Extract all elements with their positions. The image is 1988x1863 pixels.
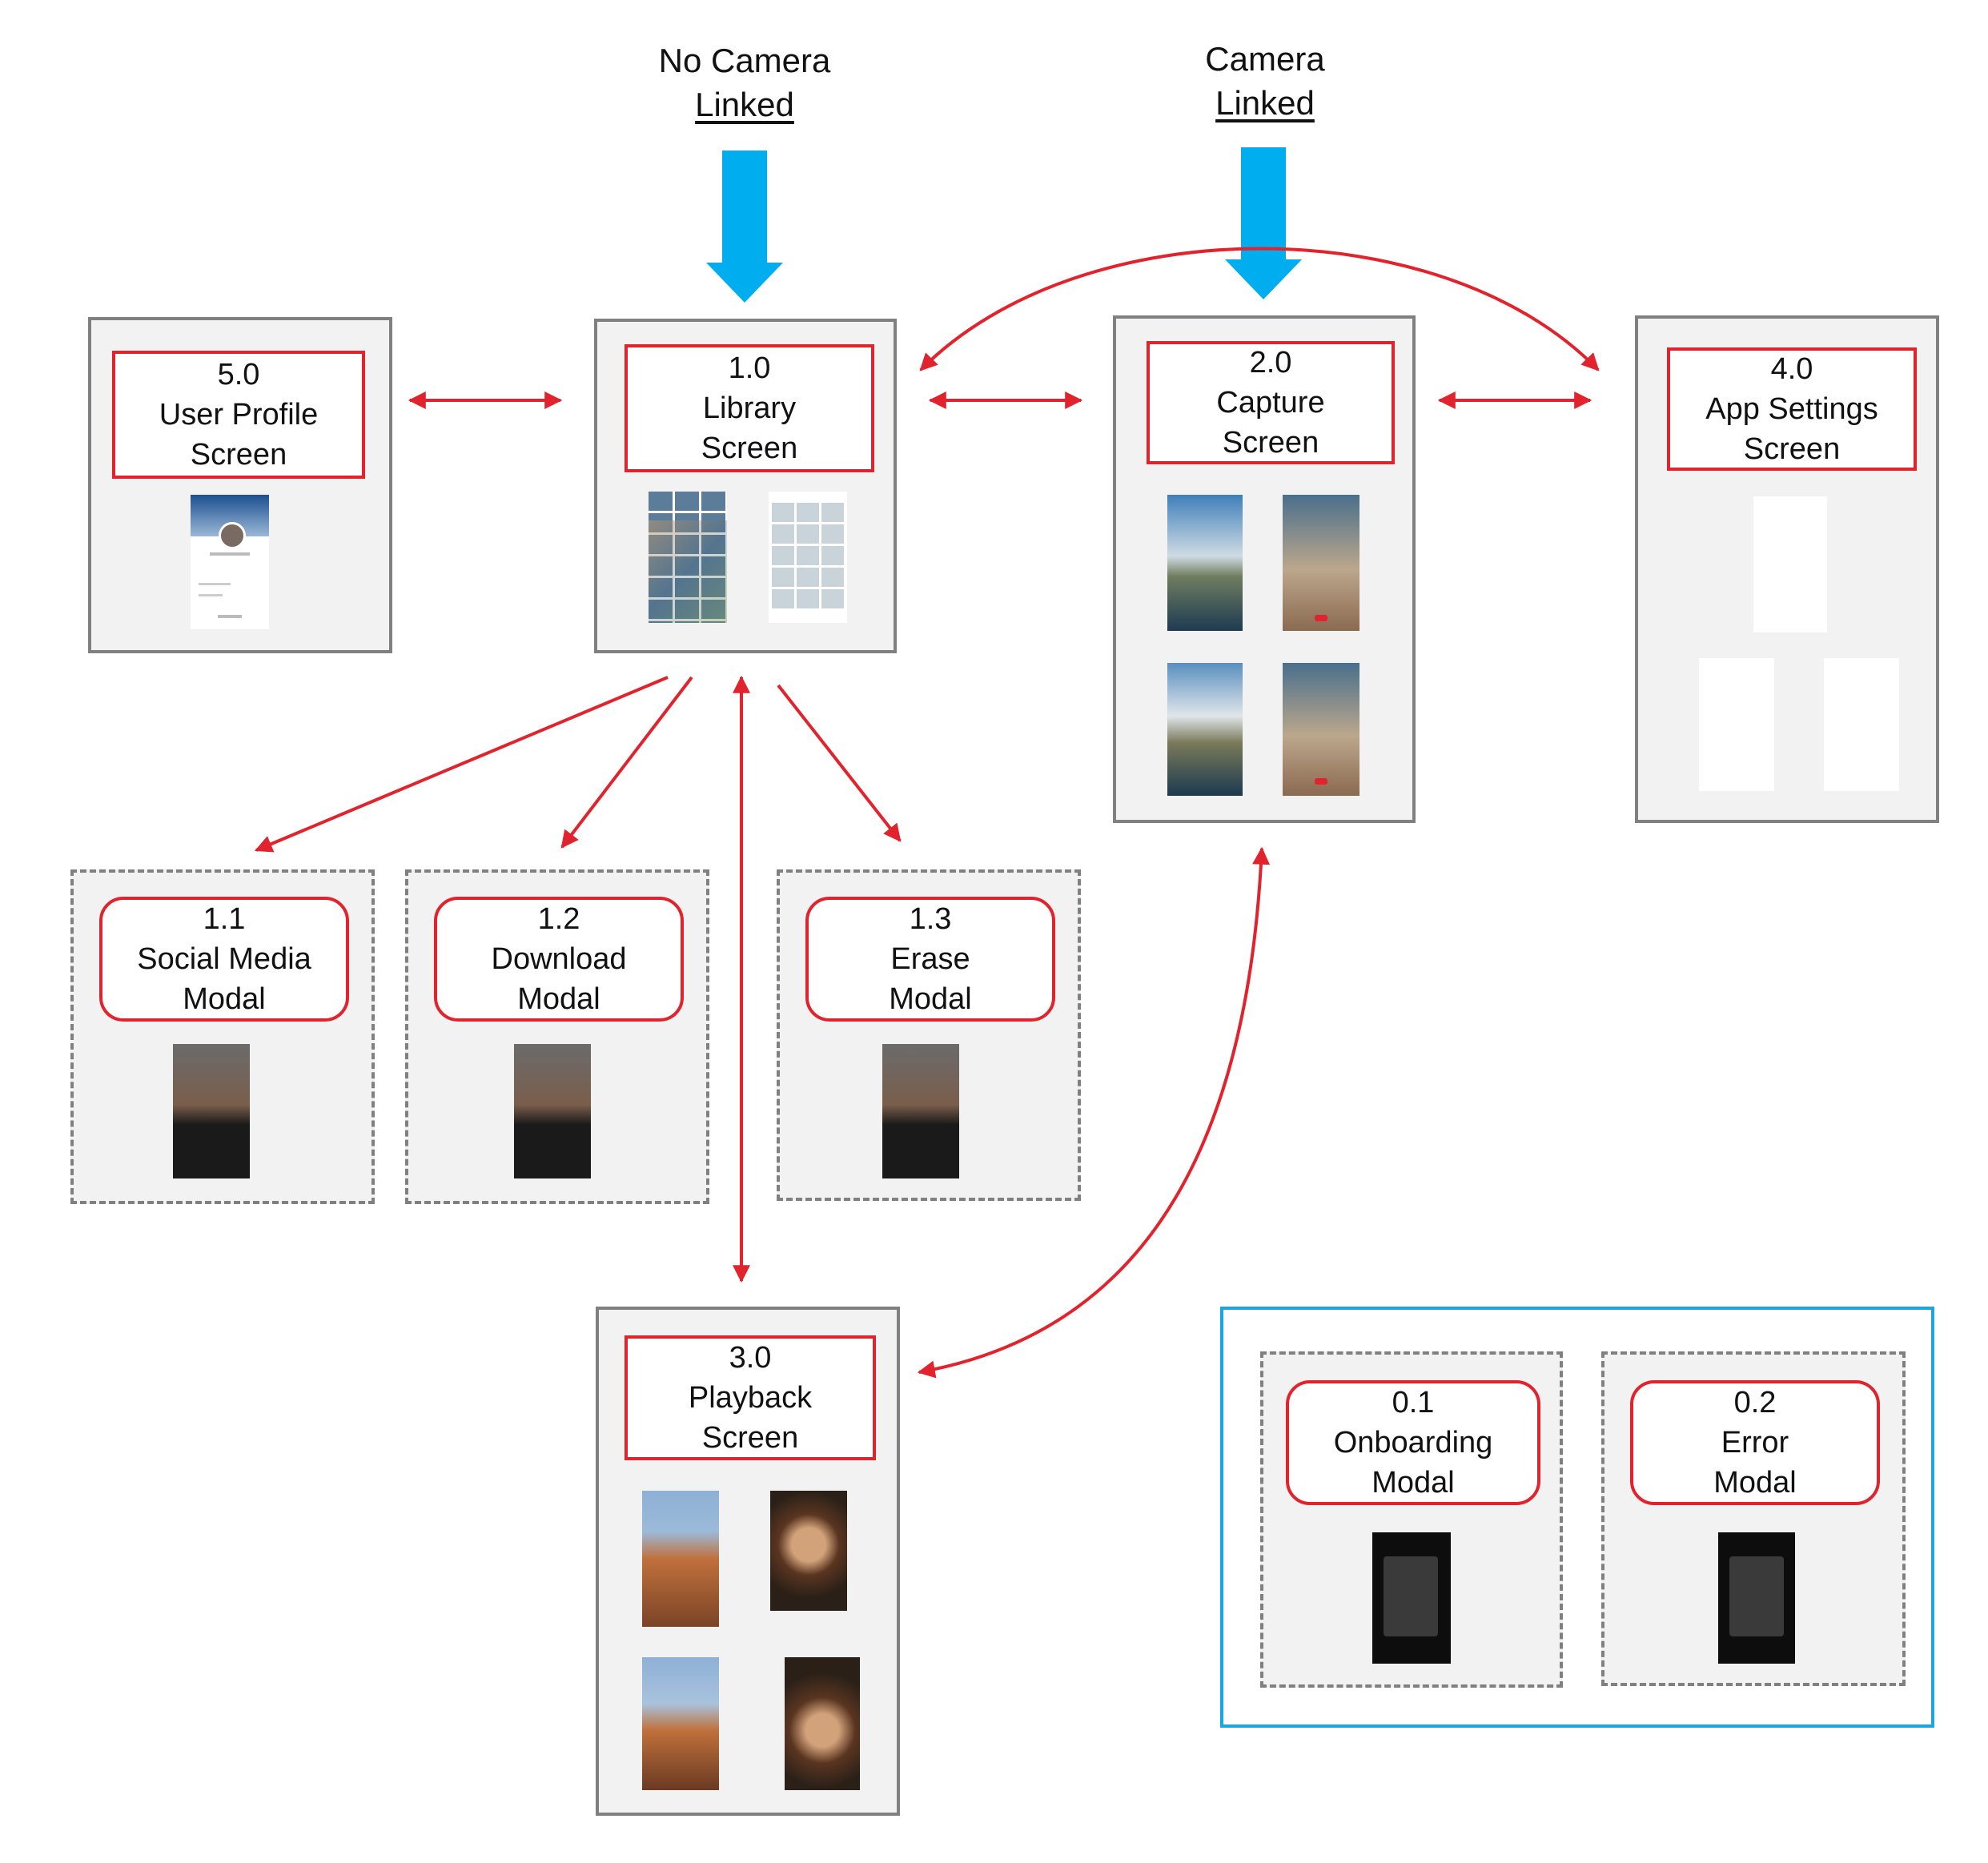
settings-thumbnail-2: [1699, 658, 1774, 791]
node-user-profile[interactable]: 5.0 User Profile Screen: [88, 317, 392, 653]
entry-arrow-no-camera: [706, 151, 783, 303]
entry-label-line2: Linked: [1215, 84, 1315, 122]
node-name: Erase: [890, 942, 970, 976]
library-thumbnail-list: [769, 492, 847, 623]
entry-label-camera: Camera Linked: [1161, 37, 1369, 126]
node-name: App Settings: [1705, 391, 1878, 426]
node-id: 1.0: [728, 351, 771, 385]
node-id: 4.0: [1770, 351, 1813, 386]
node-kind: Screen: [1222, 426, 1319, 460]
node-id: 1.1: [203, 901, 246, 936]
node-title: 5.0 User Profile Screen: [112, 351, 365, 479]
node-id: 5.0: [217, 357, 260, 391]
settings-thumbnail-3: [1824, 658, 1899, 791]
arrow-library-erase: [777, 684, 902, 842]
node-id: 3.0: [729, 1340, 772, 1375]
modal-thumbnail: [1718, 1532, 1795, 1664]
node-title: 0.2 Error Modal: [1630, 1380, 1880, 1505]
node-name: Playback: [688, 1380, 813, 1415]
node-title: 1.2 Download Modal: [434, 897, 684, 1022]
capture-thumbnail-lake: [1167, 495, 1243, 631]
arrow-library-download: [560, 676, 693, 849]
entry-label-line1: Camera: [1205, 40, 1325, 78]
node-name: Capture: [1216, 385, 1325, 420]
node-kind: Modal: [183, 982, 266, 1017]
node-name: Social Media: [137, 942, 311, 976]
playback-thumbnail-rock: [642, 1491, 719, 1627]
node-name: Onboarding: [1333, 1425, 1493, 1459]
arrow-library-settings-arc: [919, 247, 1600, 371]
arrow-capture-playback: [917, 846, 1271, 1379]
node-erase-modal[interactable]: 1.3 Erase Modal: [777, 869, 1081, 1201]
node-id: 1.3: [909, 901, 952, 936]
entry-arrow-camera: [1225, 147, 1302, 299]
library-thumbnail-grid: [649, 492, 727, 623]
node-title: 1.3 Erase Modal: [805, 897, 1055, 1022]
node-kind: Screen: [701, 1421, 799, 1455]
modal-thumbnail: [1372, 1532, 1451, 1664]
node-id: 1.2: [537, 901, 580, 936]
node-error-modal[interactable]: 0.2 Error Modal: [1601, 1351, 1906, 1686]
settings-thumbnail: [1753, 496, 1827, 632]
node-title: 1.0 Library Screen: [625, 344, 874, 472]
node-title: 1.1 Social Media Modal: [99, 897, 349, 1022]
modal-thumbnail: [882, 1044, 959, 1178]
node-id: 2.0: [1249, 345, 1292, 379]
node-kind: Modal: [1713, 1466, 1797, 1500]
node-kind: Modal: [517, 982, 600, 1017]
modal-thumbnail: [514, 1044, 591, 1178]
node-title: 0.1 Onboarding Modal: [1286, 1380, 1540, 1505]
entry-label-line1: No Camera: [658, 42, 831, 79]
node-kind: Screen: [1743, 432, 1841, 467]
node-name: Library: [702, 391, 797, 425]
node-app-settings[interactable]: 4.0 App Settings Screen: [1635, 315, 1939, 823]
profile-thumbnail: [191, 495, 269, 629]
node-kind: Screen: [701, 432, 798, 466]
capture-thumbnail-lake-2: [1167, 663, 1243, 796]
node-download-modal[interactable]: 1.2 Download Modal: [405, 869, 709, 1204]
node-kind: Modal: [1372, 1466, 1455, 1500]
playback-thumbnail-rock-2: [642, 1657, 719, 1790]
node-social-media-modal[interactable]: 1.1 Social Media Modal: [70, 869, 375, 1204]
modal-thumbnail: [173, 1044, 250, 1178]
node-kind: Modal: [889, 982, 972, 1017]
entry-label-line2: Linked: [695, 86, 794, 124]
node-id: 0.1: [1392, 1385, 1435, 1419]
node-name: User Profile: [159, 397, 319, 432]
node-name: Download: [491, 942, 627, 976]
node-title: 3.0 Playback Screen: [625, 1335, 876, 1460]
capture-thumbnail-desert: [1283, 495, 1359, 631]
node-library[interactable]: 1.0 Library Screen: [594, 319, 897, 653]
arrow-library-social: [254, 676, 669, 853]
node-capture[interactable]: 2.0 Capture Screen: [1113, 315, 1416, 823]
node-name: Error: [1721, 1425, 1789, 1459]
capture-thumbnail-desert-2: [1283, 663, 1359, 796]
node-title: 2.0 Capture Screen: [1147, 341, 1395, 464]
node-kind: Screen: [190, 438, 287, 472]
node-title: 4.0 App Settings Screen: [1667, 347, 1917, 471]
entry-label-no-camera: No Camera Linked: [641, 38, 849, 127]
playback-thumbnail-portrait-2: [785, 1657, 860, 1790]
node-id: 0.2: [1733, 1385, 1777, 1419]
node-onboarding-modal[interactable]: 0.1 Onboarding Modal: [1260, 1351, 1563, 1688]
playback-thumbnail-portrait: [770, 1491, 847, 1611]
node-playback[interactable]: 3.0 Playback Screen: [596, 1307, 900, 1816]
